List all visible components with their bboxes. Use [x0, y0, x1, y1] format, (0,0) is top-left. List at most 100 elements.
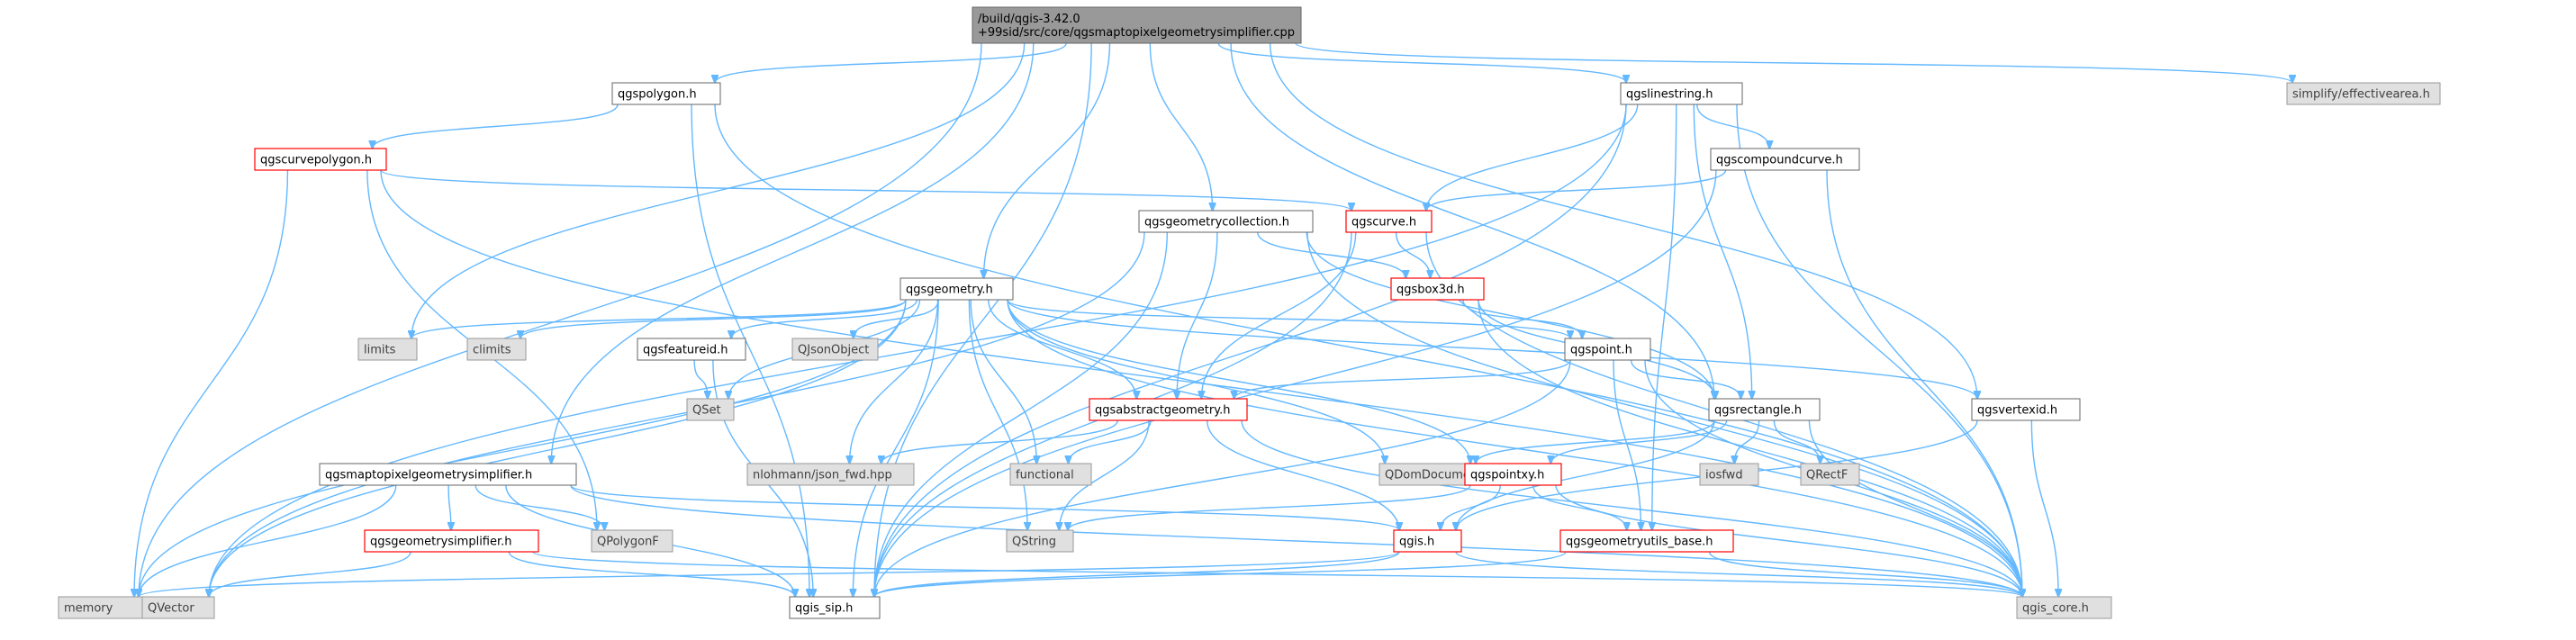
- edge-qgsgeometrycollection-to-qgis_sip: [874, 231, 1169, 597]
- edge-qgsvertexid-to-qgis_core: [2030, 419, 2058, 597]
- node-qjsonobject: QJsonObject: [791, 338, 879, 361]
- node-functional: functional: [1009, 463, 1092, 486]
- node-qdomdocument: QDomDocument: [1378, 463, 1482, 486]
- node-qgsabstractgeometry[interactable]: qgsabstractgeometry.h: [1089, 398, 1248, 421]
- node-qjsonobject-box: [791, 338, 879, 361]
- node-qgsgeometrycollection-box: [1138, 210, 1314, 233]
- edge-qgspointxy-to-qgis: [1441, 484, 1501, 530]
- node-qgsbox3d[interactable]: qgsbox3d.h: [1390, 277, 1485, 301]
- edge-qgsrectangle-to-qdomdocument: [1476, 419, 1715, 464]
- node-qgscurvepolygon[interactable]: qgscurvepolygon.h: [254, 148, 387, 171]
- edge-qgsgeometry-to-qgsabstractgeometry: [988, 299, 1137, 399]
- edge-qgsrectangle-to-iosfwd: [1734, 419, 1760, 464]
- node-nlohmann-box: [746, 463, 915, 486]
- node-climits-label: climits: [473, 344, 511, 357]
- edge-qgsgeometrycollection-to-qgsrectangle: [1306, 231, 1714, 399]
- node-qgscurve-label: qgscurve.h: [1351, 216, 1416, 230]
- node-root-box: [972, 6, 1302, 44]
- edge-root-to-memory: [139, 42, 982, 597]
- edge-root-to-qgslinestring: [1217, 42, 1626, 83]
- node-qgscurve[interactable]: qgscurve.h: [1345, 210, 1433, 233]
- node-qgscurvepolygon-box: [254, 148, 387, 171]
- edge-qgslinestring-to-qgscompoundcurve: [1696, 104, 1770, 149]
- edge-qgsgeometry-to-climits: [520, 299, 907, 338]
- node-qgsbox3d-box: [1390, 277, 1485, 301]
- edge-qgsgeometrycollection-to-qgsbox3d: [1257, 231, 1406, 278]
- edge-qgsbox3d-to-qgspoint: [1462, 299, 1582, 338]
- edge-qgspolygon-to-qgis_sip: [691, 104, 809, 597]
- edge-root-to-effectivearea: [1295, 42, 2292, 83]
- node-qgscurvepolygon-label: qgscurvepolygon.h: [260, 154, 372, 167]
- edge-qgslinestring-to-qvector: [209, 104, 1627, 597]
- node-qgis[interactable]: qgis.h: [1393, 529, 1462, 553]
- edge-qgsmaptopixel-to-memory: [139, 484, 397, 597]
- edge-qgsgeometryutils-to-qgis_core: [1708, 551, 2022, 597]
- edge-qgslinestring-to-qgsgeometryutils: [1652, 104, 1677, 530]
- node-qgslinestring-label: qgslinestring.h: [1626, 88, 1713, 102]
- node-qgsabstractgeometry-box: [1089, 398, 1248, 421]
- node-qgis_core-label: qgis_core.h: [2022, 602, 2089, 616]
- edge-qgspoint-to-qgsgeometryutils: [1613, 359, 1641, 530]
- node-qgspolygon-box: [611, 82, 721, 105]
- edge-qgsmaptopixel-to-qgsgeometrysimplifier: [448, 484, 451, 530]
- node-qgsfeatureid-box: [637, 338, 746, 361]
- node-qgsrectangle-label: qgsrectangle.h: [1714, 404, 1802, 418]
- node-qgspointxy[interactable]: qgspointxy.h: [1464, 463, 1562, 486]
- edge-qgsgeometry-to-nlohmann: [850, 299, 939, 464]
- node-qgsgeometryutils[interactable]: qgsgeometryutils_base.h: [1559, 529, 1734, 553]
- node-qgspoint[interactable]: qgspoint.h: [1564, 338, 1651, 361]
- edge-qgsabstractgeometry-to-qgis: [1207, 419, 1399, 530]
- node-nlohmann-label: nlohmann/json_fwd.hpp: [753, 469, 892, 482]
- node-qgsgeometrysimplifier[interactable]: qgsgeometrysimplifier.h: [364, 529, 539, 553]
- node-qgsmaptopixel-label: qgsmaptopixelgeometrysimplifier.h: [325, 469, 532, 482]
- edge-qgscurvepolygon-to-memory: [134, 169, 289, 597]
- node-qgspolygon[interactable]: qgspolygon.h: [611, 82, 721, 105]
- edge-qgspoint-to-qgsrectangle: [1630, 359, 1741, 399]
- node-root[interactable]: /build/qgis-3.42.0+99sid/src/core/qgsmap…: [972, 6, 1302, 44]
- edge-qgsabstractgeometry-to-qgis_core: [1241, 419, 2022, 597]
- edge-qgsgeometrysimplifier-to-qgis_sip: [508, 551, 795, 597]
- node-qgsrectangle-box: [1708, 398, 1821, 421]
- edge-qgsgeometry-to-qgspoint: [1007, 299, 1570, 338]
- node-qgscompoundcurve[interactable]: qgscompoundcurve.h: [1710, 148, 1860, 171]
- node-climits-box: [466, 338, 527, 361]
- node-qpolygonf-label: QPolygonF: [597, 536, 659, 549]
- node-qgsgeometry[interactable]: qgsgeometry.h: [899, 277, 1014, 301]
- node-qstring-box: [1006, 529, 1074, 553]
- node-limits: limits: [357, 338, 418, 361]
- edge-qgsabstractgeometry-to-qstring: [1059, 419, 1150, 530]
- edge-qgsgeometry-to-qgis_sip: [853, 299, 939, 597]
- edge-root-to-qgsmaptopixel: [551, 42, 1035, 464]
- node-qgsgeometryutils-label: qgsgeometryutils_base.h: [1566, 536, 1713, 549]
- edge-qgsgeometry-to-limits: [411, 299, 907, 338]
- node-qgscompoundcurve-label: qgscompoundcurve.h: [1716, 154, 1843, 167]
- edge-root-to-qgsvertexid: [1269, 42, 1977, 399]
- edge-qgspoint-to-qgis_sip: [874, 359, 1571, 597]
- edge-root-to-limits: [411, 42, 1026, 338]
- edge-qgscurve-to-qgsabstractgeometry: [1201, 231, 1357, 399]
- node-qgsvertexid[interactable]: qgsvertexid.h: [1971, 398, 2081, 421]
- edge-qgsgeometrysimplifier-to-qvector: [209, 551, 411, 597]
- edge-qgsgeometry-to-qgis_core: [1007, 299, 2022, 597]
- node-iosfwd: iosfwd: [1699, 463, 1759, 486]
- node-qgsrectangle[interactable]: qgsrectangle.h: [1708, 398, 1821, 421]
- node-qgis_core: qgis_core.h: [2016, 596, 2112, 619]
- edge-qgsbox3d-to-qgis_core: [1478, 299, 2022, 597]
- node-qgsgeometrysimplifier-box: [364, 529, 539, 553]
- node-qrectf: QRectF: [1800, 463, 1860, 486]
- node-qset-box: [686, 398, 735, 421]
- node-climits: climits: [466, 338, 527, 361]
- node-iosfwd-label: iosfwd: [1705, 469, 1743, 482]
- edge-root-to-qgspolygon: [715, 42, 1067, 83]
- node-qgsgeometrycollection[interactable]: qgsgeometrycollection.h: [1138, 210, 1314, 233]
- node-qpolygonf-box: [591, 529, 673, 553]
- node-qgslinestring[interactable]: qgslinestring.h: [1620, 82, 1743, 105]
- node-qgsgeometrycollection-label: qgsgeometrycollection.h: [1144, 216, 1289, 230]
- edge-qgsmaptopixel-to-qgis_core: [570, 484, 2022, 597]
- node-qgsgeometry-box: [899, 277, 1014, 301]
- node-qgsmaptopixel[interactable]: qgsmaptopixelgeometrysimplifier.h: [319, 463, 577, 486]
- node-qgis_sip[interactable]: qgis_sip.h: [789, 596, 881, 619]
- edge-qgscompoundcurve-to-qgis_sip: [874, 169, 1717, 597]
- node-qgsfeatureid[interactable]: qgsfeatureid.h: [637, 338, 746, 361]
- node-effectivearea-box: [2286, 82, 2441, 105]
